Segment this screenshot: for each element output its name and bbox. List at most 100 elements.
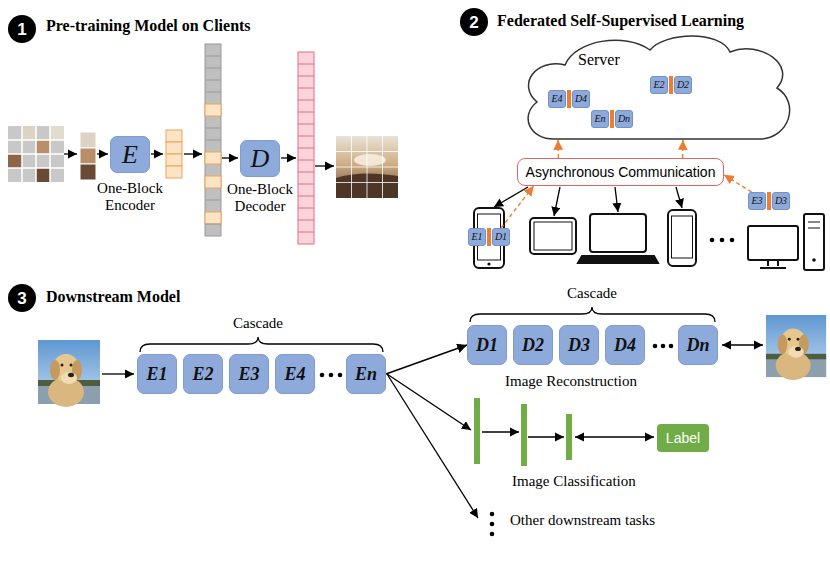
- dot: [669, 344, 674, 349]
- double-arrow: [575, 436, 654, 437]
- task-label: Other downstream tasks: [510, 512, 655, 529]
- laptop-screen: [590, 214, 646, 252]
- dog-muzzle: [788, 346, 804, 358]
- token: [205, 152, 221, 164]
- token: [166, 142, 182, 154]
- communication-box: Asynchronous Communication: [517, 158, 724, 186]
- task-label: Image Reconstruction: [505, 373, 637, 390]
- dog-eye: [61, 364, 64, 367]
- tower-slots: [808, 222, 820, 228]
- arrow: [184, 153, 202, 154]
- image-patch: [80, 132, 96, 148]
- dot: [730, 238, 735, 243]
- image-patch: [50, 126, 64, 140]
- arrow: [281, 157, 296, 158]
- decoder-block: D1: [492, 228, 510, 246]
- layer-bar: [474, 398, 480, 464]
- dot: [490, 522, 495, 527]
- token: [205, 104, 221, 116]
- callout-number: 3: [8, 284, 36, 312]
- dashed-arrow: [724, 175, 752, 192]
- decoder-box: D: [240, 140, 280, 177]
- flow-arrows: [64, 154, 763, 518]
- label-box: Label: [657, 424, 709, 452]
- mask-tokens: [205, 44, 221, 236]
- block-caption: One-Block Encoder: [85, 180, 175, 215]
- image-patch: [36, 168, 50, 182]
- node-text: D: [251, 146, 270, 172]
- image-patch: [80, 148, 96, 164]
- mask-ground: [8, 126, 64, 182]
- decoder-block: Dn: [678, 325, 718, 365]
- separator-bar: [610, 110, 614, 128]
- phone-icon: [668, 210, 696, 266]
- arrow: [64, 153, 77, 154]
- block-caption: One-Block Decoder: [215, 181, 305, 216]
- token-lines: [205, 56, 221, 224]
- dashed-arrow: [557, 140, 559, 158]
- server-cloud: ServerE4D4E2D2EnDn: [515, 30, 795, 140]
- dot: [720, 238, 725, 243]
- node-text: D1: [495, 232, 507, 242]
- latent-tokens: [166, 130, 182, 178]
- arrow: [97, 153, 108, 154]
- bracket: [140, 337, 383, 352]
- separator-bar: [669, 76, 673, 94]
- decoder-block: D3: [772, 192, 790, 210]
- classifier-layers: [474, 398, 572, 466]
- node-text: E4: [284, 365, 305, 383]
- encoder-block: E1: [137, 354, 177, 394]
- node-text: Label: [666, 431, 700, 445]
- bracket-label: Cascade: [208, 315, 308, 332]
- decoder-block: D3: [559, 325, 599, 365]
- node-text: D4: [575, 94, 587, 104]
- cloud-shape: [528, 36, 790, 139]
- reconstructed-image: [336, 136, 398, 198]
- dog-eye: [797, 338, 800, 341]
- token-lines: [298, 64, 314, 232]
- separator-bar: [487, 228, 491, 246]
- separator-bar: [567, 90, 571, 108]
- monitor-stand: [760, 261, 786, 268]
- layer-bar: [521, 404, 527, 466]
- node-text: En: [594, 114, 605, 124]
- tablet-screen: [534, 222, 572, 250]
- node-text: E1: [146, 365, 167, 383]
- encoder-block: En: [591, 110, 609, 128]
- encoder-block: En: [346, 354, 386, 394]
- section-title: Downstream Model: [46, 288, 180, 306]
- token: [166, 154, 182, 166]
- arrow: [315, 165, 334, 166]
- dog-eye: [70, 364, 73, 367]
- image-patch: [80, 164, 96, 180]
- dot: [338, 373, 343, 378]
- task-label: Image Classification: [512, 473, 636, 490]
- node-text: E: [122, 142, 138, 168]
- token: [166, 130, 182, 142]
- output-tokens: [298, 52, 314, 244]
- token: [205, 176, 221, 188]
- output-token-column: [298, 52, 314, 244]
- double-arrow: [722, 344, 763, 345]
- arrow: [482, 431, 519, 432]
- image-ground: [336, 136, 398, 198]
- node-text: En: [355, 365, 377, 383]
- callout-number: 2: [460, 8, 488, 36]
- visible-patches: [80, 132, 96, 180]
- node-text: E3: [238, 365, 259, 383]
- sun-glow: [354, 154, 386, 166]
- encoder-block: E1: [468, 228, 486, 246]
- dog-photo: [38, 340, 100, 407]
- arrow: [102, 373, 134, 374]
- image-patch: [22, 126, 36, 140]
- separator-bar: [767, 192, 771, 210]
- dog-photo: [766, 315, 826, 380]
- arrow: [151, 153, 163, 154]
- monitor-icon: [748, 226, 798, 260]
- decoder-block: D1: [467, 325, 507, 365]
- arrow: [615, 187, 618, 212]
- node-text: E2: [653, 80, 664, 90]
- dot: [710, 238, 715, 243]
- node-text: E2: [192, 365, 213, 383]
- dog-ear: [778, 334, 788, 353]
